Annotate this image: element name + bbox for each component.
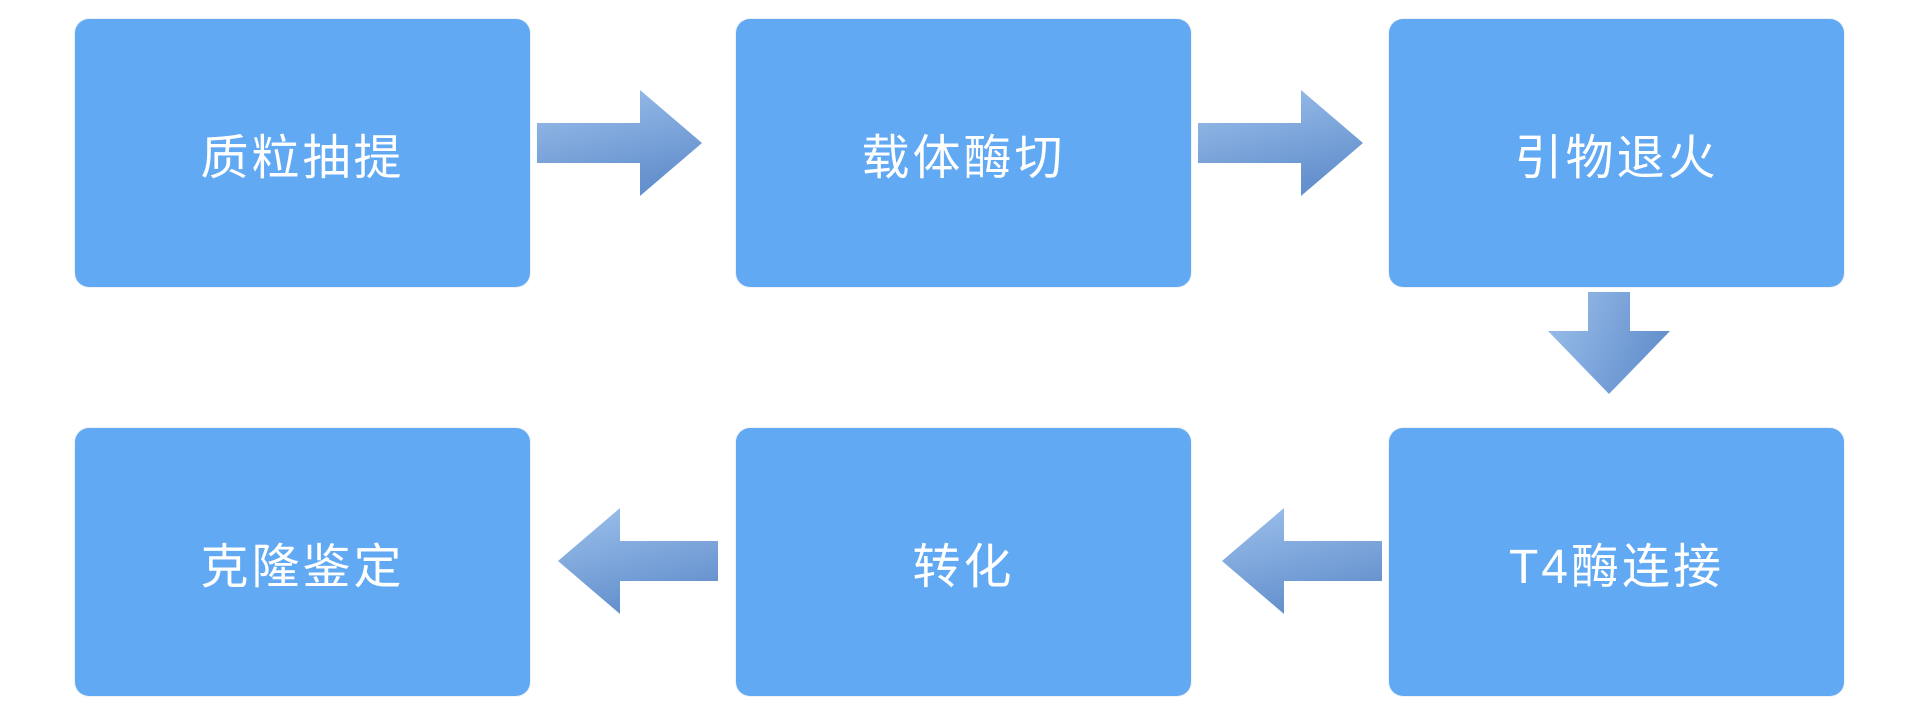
step-clone-identification: 克隆鉴定	[75, 428, 530, 696]
arrow-right-icon	[537, 90, 702, 196]
step-plasmid-extraction-label: 质粒抽提	[200, 132, 405, 185]
step-transformation-label: 转化	[912, 541, 1015, 594]
step-t4-ligation: T4酶连接	[1389, 428, 1844, 696]
arrow-right-icon	[1198, 90, 1363, 196]
step-primer-annealing: 引物退火	[1389, 19, 1844, 287]
arrow-down-icon	[1548, 292, 1670, 394]
step-vector-digestion: 载体酶切	[736, 19, 1191, 287]
arrow-left-icon	[558, 508, 718, 614]
step-primer-annealing-label: 引物退火	[1514, 132, 1719, 185]
step-plasmid-extraction: 质粒抽提	[75, 19, 530, 287]
arrow-left-icon	[1222, 508, 1382, 614]
step-t4-ligation-label: T4酶连接	[1508, 541, 1725, 594]
step-vector-digestion-label: 载体酶切	[861, 132, 1066, 185]
step-transformation: 转化	[736, 428, 1191, 696]
step-clone-identification-label: 克隆鉴定	[200, 541, 405, 594]
